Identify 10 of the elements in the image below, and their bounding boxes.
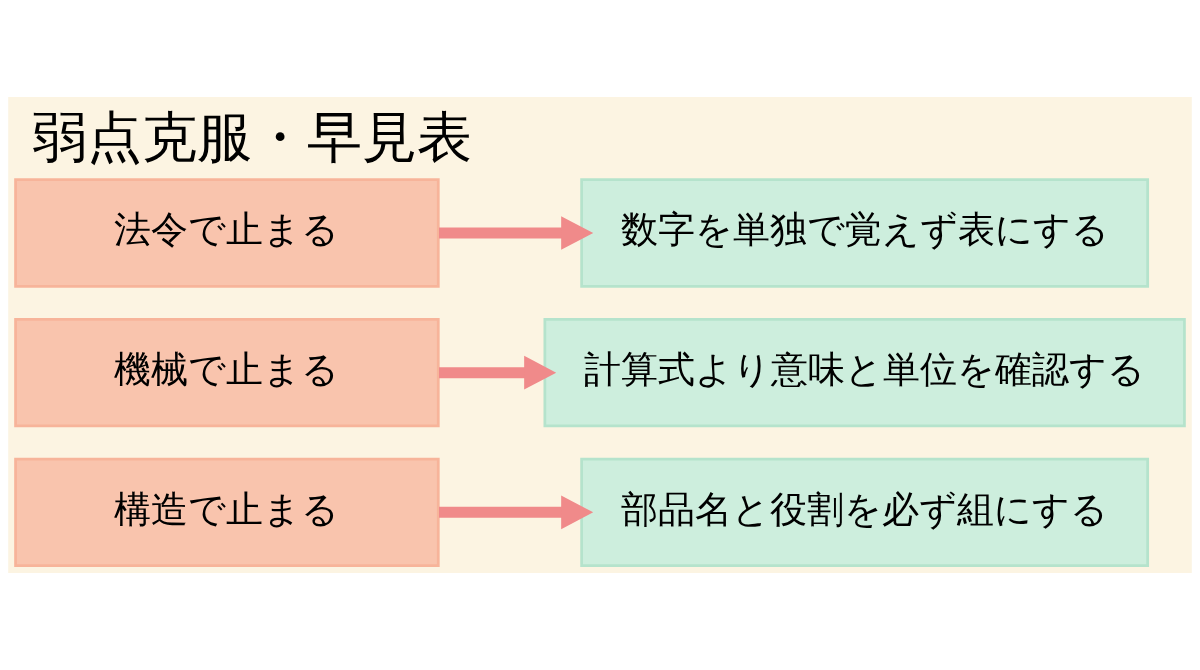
node-box: 部品名と役割を必ず組にする	[580, 457, 1150, 568]
arrow	[439, 495, 594, 530]
node-box: 数字を単独で覚えず表にする	[580, 178, 1150, 288]
node-box: 計算式より意味と単位を確認する	[543, 318, 1186, 428]
arrow	[439, 216, 594, 250]
node-box: 機械で止まる	[14, 318, 440, 428]
node-box: 構造で止まる	[14, 457, 440, 568]
node-box: 法令で止まる	[14, 178, 440, 288]
arrow	[439, 355, 557, 390]
diagram-title: 弱点克服・早見表	[31, 104, 472, 169]
